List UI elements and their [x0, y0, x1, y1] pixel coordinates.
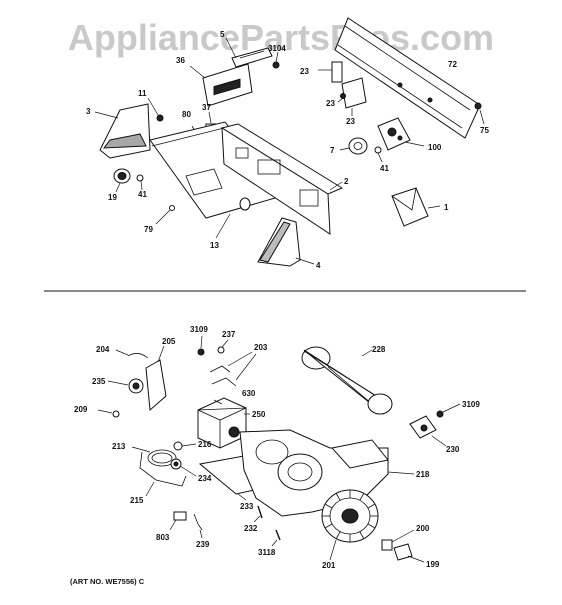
- label-4: 4: [316, 261, 321, 270]
- idler-234: [170, 458, 197, 477]
- upper-assembly: 5 3104 36 23 72 37 11 3 80 23 23 75 7 10…: [86, 17, 489, 270]
- label-3104: 3104: [268, 44, 286, 53]
- blower-wheel-201: [321, 489, 379, 561]
- rod-215: [139, 451, 187, 497]
- label-803: 803: [156, 533, 170, 542]
- label-205: 205: [162, 337, 176, 346]
- label-23b: 23: [326, 99, 335, 108]
- sensor-230: [409, 415, 447, 447]
- washer-41b: [374, 146, 383, 163]
- screw-3104: [272, 51, 280, 69]
- label-36: 36: [176, 56, 185, 65]
- label-630: 630: [242, 389, 256, 398]
- bracket-205: [145, 345, 167, 412]
- label-5: 5: [220, 30, 225, 39]
- knob-19: [113, 168, 131, 193]
- screw-3109b: [436, 403, 461, 418]
- screw-3118: [271, 529, 281, 547]
- label-7: 7: [330, 146, 335, 155]
- screw-3109a: [197, 335, 205, 356]
- label-3109b: 3109: [462, 400, 480, 409]
- belt-213: [131, 446, 177, 467]
- envelope-1: [391, 187, 441, 227]
- label-216: 216: [198, 440, 212, 449]
- label-235: 235: [92, 377, 106, 386]
- part-79: [155, 205, 175, 225]
- part-239: [193, 513, 203, 539]
- screw-75: [474, 102, 485, 125]
- label-218: 218: [416, 470, 430, 479]
- label-23a: 23: [300, 67, 309, 76]
- clip-204: [115, 349, 149, 359]
- label-100: 100: [428, 143, 442, 152]
- label-79: 79: [144, 225, 153, 234]
- rear-panel-72: [334, 17, 481, 139]
- label-239: 239: [196, 540, 210, 549]
- label-41a: 41: [138, 190, 147, 199]
- label-1: 1: [444, 203, 449, 212]
- label-37: 37: [202, 103, 211, 112]
- thermostat-235: [107, 378, 144, 394]
- screw-11: [147, 97, 164, 122]
- label-204: 204: [96, 345, 110, 354]
- label-215: 215: [130, 496, 144, 505]
- label-250: 250: [252, 410, 266, 419]
- label-80: 80: [182, 110, 191, 119]
- label-237: 237: [222, 330, 236, 339]
- label-203: 203: [254, 343, 268, 352]
- knob-7: [339, 137, 368, 155]
- duct-228: [301, 346, 393, 415]
- watermark: AppliancePartsPros.com: [68, 17, 494, 58]
- label-3: 3: [86, 107, 91, 116]
- bracket-23: [318, 61, 367, 116]
- switch-100: [377, 117, 425, 151]
- clips-203: [209, 351, 257, 387]
- label-3109a: 3109: [190, 325, 208, 334]
- label-2: 2: [344, 177, 349, 186]
- label-72: 72: [448, 60, 457, 69]
- label-75: 75: [480, 126, 489, 135]
- bracket-5: [225, 37, 273, 68]
- part-237: [217, 339, 229, 354]
- label-199: 199: [426, 560, 440, 569]
- pulley-216: [173, 441, 197, 451]
- label-41b: 41: [380, 164, 389, 173]
- art-number-caption: (ART NO. WE7556) C: [70, 577, 145, 586]
- label-228: 228: [372, 345, 386, 354]
- washer-41a: [136, 174, 144, 191]
- lower-assembly: 3109 237 204 205 203 228 235 630 209 250…: [74, 325, 480, 570]
- part-199: [393, 543, 425, 563]
- label-233: 233: [240, 502, 254, 511]
- screw-232: [253, 505, 263, 523]
- display-36: [189, 63, 253, 107]
- label-213: 213: [112, 442, 126, 451]
- label-11: 11: [138, 89, 147, 98]
- label-3118: 3118: [258, 548, 276, 557]
- label-209: 209: [74, 405, 88, 414]
- label-232: 232: [244, 524, 258, 533]
- bracket-4: [257, 217, 315, 267]
- part-200: [381, 529, 415, 551]
- part-209: [97, 409, 120, 418]
- label-23c: 23: [346, 117, 355, 126]
- label-19: 19: [108, 193, 117, 202]
- label-201: 201: [322, 561, 336, 570]
- endcap-3: [94, 103, 151, 159]
- label-230: 230: [446, 445, 460, 454]
- backsplash-2: [220, 123, 344, 235]
- label-13: 13: [210, 241, 219, 250]
- label-200: 200: [416, 524, 430, 533]
- part-803: [169, 511, 187, 531]
- label-234: 234: [198, 474, 212, 483]
